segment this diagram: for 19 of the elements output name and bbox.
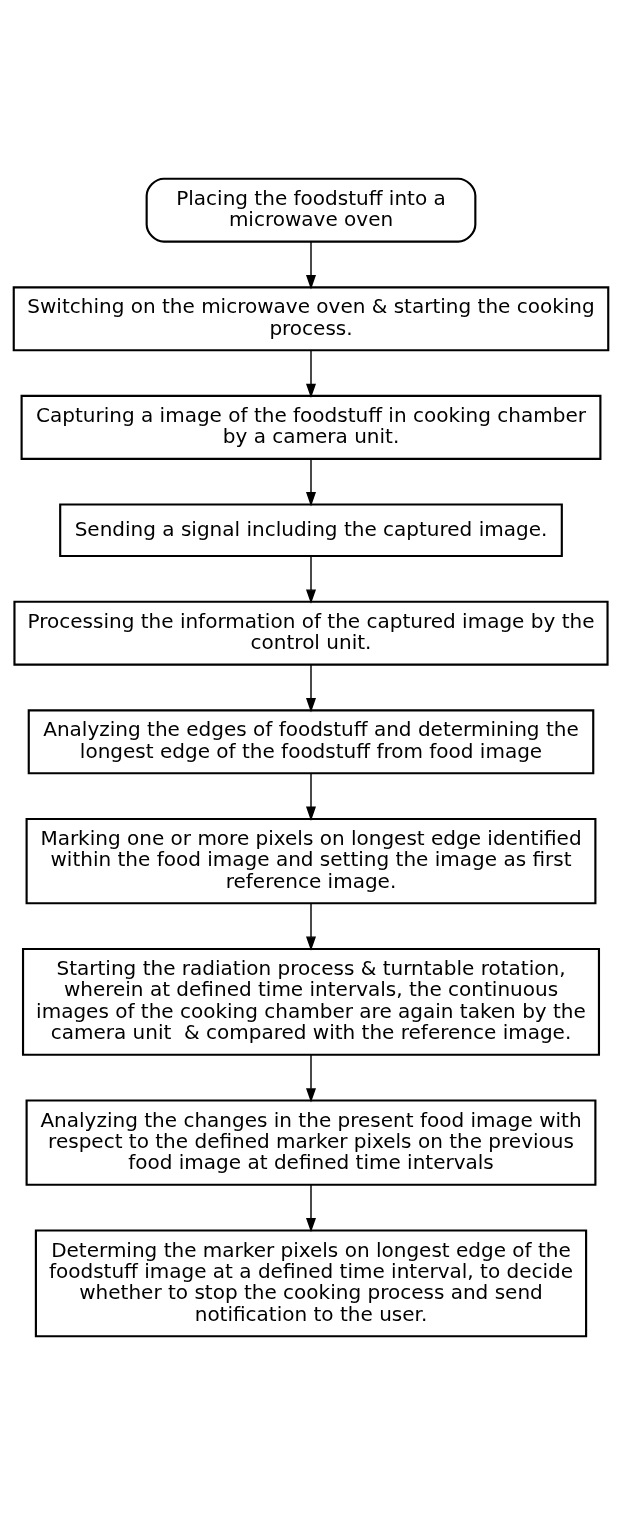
arrow <box>306 773 316 821</box>
arrow <box>306 1054 316 1103</box>
node-box: Placing the foodstuff into a microwave oven <box>145 177 477 243</box>
node-box: Analyzing the edges of foodstuff and determining the longest edge of the foodstuff from food image <box>27 709 595 775</box>
arrow <box>306 1184 316 1233</box>
arrow <box>306 663 316 713</box>
arrow <box>306 902 316 951</box>
arrow <box>306 349 316 398</box>
node-box: Processing the information of the captured image by the control unit. <box>13 600 609 666</box>
arrow <box>306 555 316 604</box>
node-box: Sending a signal including the captured image. <box>59 503 563 558</box>
node-box: Starting the radiation process & turntable rotation, wherein at defined time intervals, the continuous images of the cooking chamber are again taken by the camera unit & compared with the reference image. <box>21 947 601 1056</box>
arrow <box>306 240 316 290</box>
node-box: Marking one or more pixels on longest edge identified within the food image and setting the image as first reference image. <box>25 817 597 905</box>
node-box: Determing the marker pixels on longest edge of the foodstuff image at a defined time interval, to decide whether to stop the cooking process and send notification to the user. <box>34 1229 588 1338</box>
node-box: Analyzing the changes in the present food image with respect to the defined marker pixels on the previous food image at defined time intervals <box>25 1099 597 1186</box>
node-box: Capturing a image of the foodstuff in cooking chamber by a camera unit. <box>20 394 602 460</box>
arrow <box>306 458 316 507</box>
node-box: Switching on the microwave oven & starting the cooking process. <box>12 286 610 352</box>
